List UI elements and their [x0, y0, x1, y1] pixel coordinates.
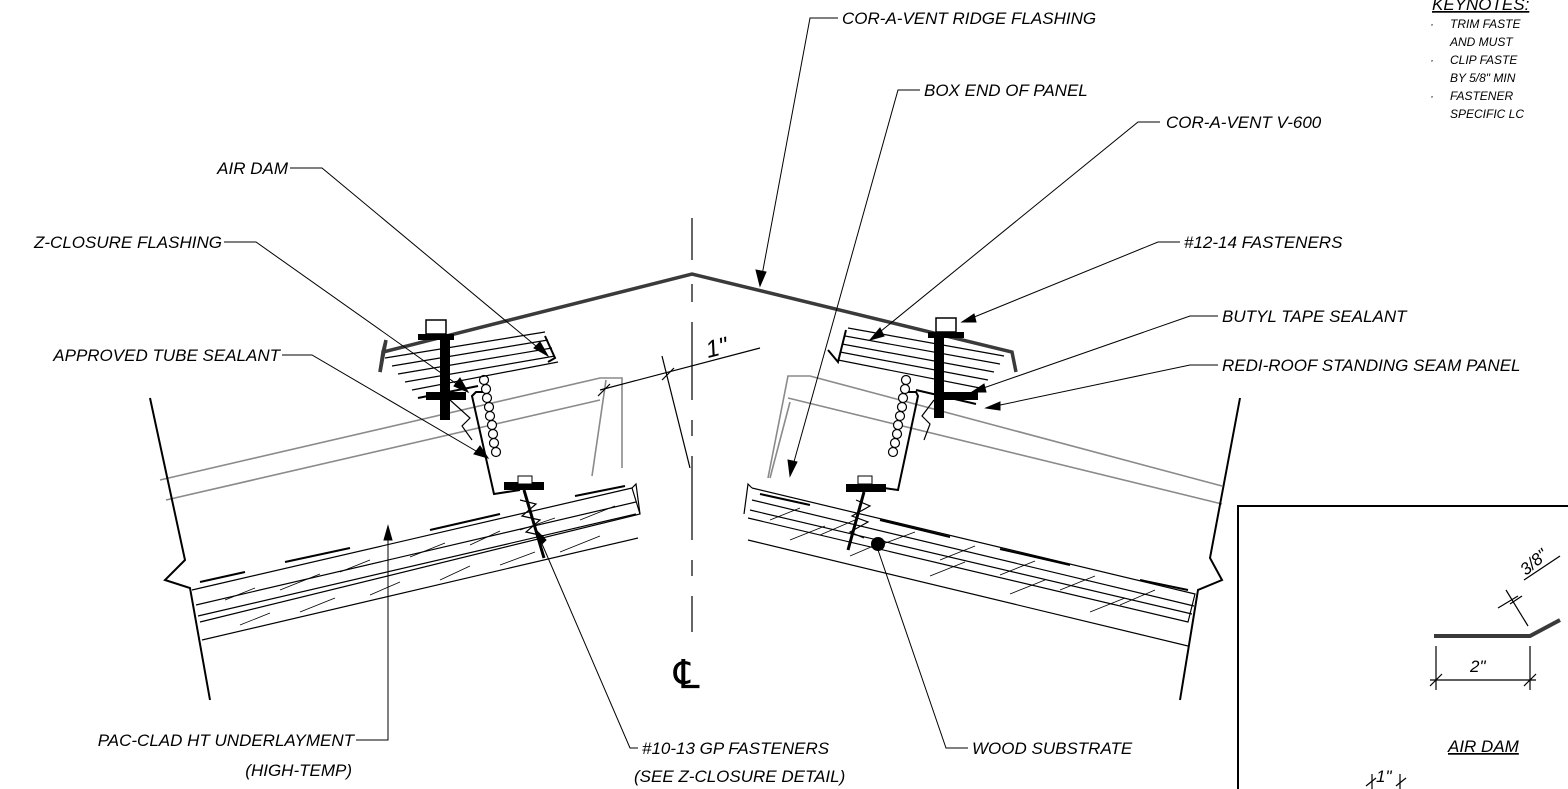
- bottom-dimension: 1": [1376, 767, 1392, 786]
- leader-lines: [224, 17, 1218, 749]
- right-gp-fastener: [846, 475, 886, 551]
- right-panel: [743, 317, 1241, 701]
- label-12-14-fasteners: #12-14 FASTENERS: [1184, 233, 1343, 252]
- label-tube-sealant: APPROVED TUBE SEALANT: [52, 346, 281, 365]
- keynotes: KEYNOTES: · TRIM FASTE AND MUST · CLIP F…: [1430, 0, 1530, 121]
- label-butyl: BUTYL TAPE SEALANT: [1222, 307, 1408, 326]
- right-vent: [827, 327, 1005, 389]
- gap-dimension-label: 1": [703, 332, 732, 364]
- keynote-line: ·: [1430, 53, 1434, 67]
- airdam-leg-dimension: 3/8": [1516, 545, 1552, 579]
- tube-sealant-beads: [478, 374, 502, 458]
- right-12-14-fastener: [921, 317, 978, 441]
- left-vent: [384, 331, 559, 391]
- label-underlayment: PAC-CLAD HT UNDERLAYMENT: [98, 731, 356, 750]
- label-underlayment-sub: (HIGH-TEMP): [245, 761, 352, 780]
- keynote-line: ·: [1430, 89, 1434, 103]
- label-gp-fasteners: #10-13 GP FASTENERS: [642, 739, 830, 758]
- keynote-line: SPECIFIC LC: [1450, 107, 1524, 121]
- keynote-line: TRIM FASTE: [1450, 17, 1521, 31]
- centerline: ℄: [673, 218, 700, 697]
- airdam-detail-title: AIR DAM: [1447, 737, 1520, 756]
- label-box-end: BOX END OF PANEL: [924, 81, 1088, 100]
- label-panel: REDI-ROOF STANDING SEAM PANEL: [1222, 356, 1521, 375]
- wood-substrate-marker: [871, 537, 885, 551]
- label-z-closure: Z-CLOSURE FLASHING: [33, 233, 222, 252]
- label-v600: COR-A-VENT V-600: [1166, 113, 1322, 132]
- label-wood: WOOD SUBSTRATE: [972, 739, 1133, 758]
- label-ridge-flashing: COR-A-VENT RIDGE FLASHING: [842, 9, 1096, 28]
- keynote-line: CLIP FASTE: [1450, 53, 1518, 67]
- keynotes-title: KEYNOTES:: [1432, 0, 1530, 14]
- left-panel: [149, 319, 641, 701]
- ridge-flashing: [378, 272, 1018, 373]
- left-12-14-fastener: [418, 319, 473, 441]
- label-air-dam: AIR DAM: [216, 159, 289, 178]
- keynote-line: AND MUST: [1449, 35, 1514, 49]
- air-dam-detail: 3/8" 2" AIR DAM 1": [1237, 505, 1568, 789]
- keynote-line: BY 5/8" MIN: [1450, 71, 1516, 85]
- centerline-symbol: ℄: [673, 653, 700, 697]
- label-gp-fasteners-sub: (SEE Z-CLOSURE DETAIL): [634, 767, 845, 786]
- left-gp-fastener: [504, 475, 546, 559]
- keynote-line: FASTENER: [1450, 89, 1513, 103]
- airdam-width-dimension: 2": [1469, 657, 1486, 676]
- tube-sealant-beads-right: [887, 374, 912, 458]
- keynote-line: ·: [1430, 17, 1434, 31]
